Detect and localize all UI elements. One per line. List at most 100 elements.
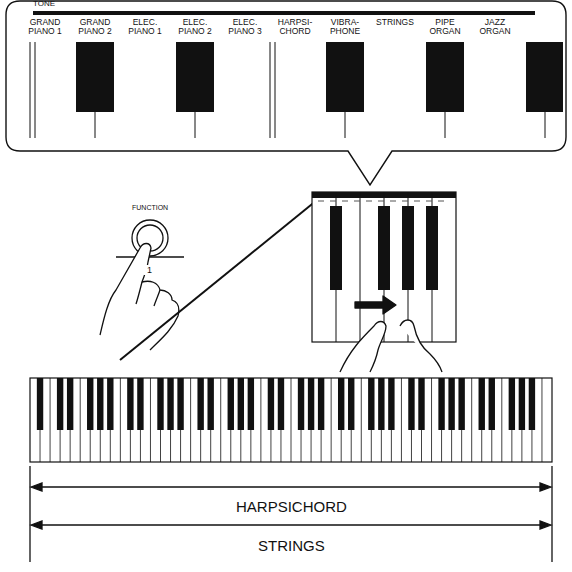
- stroke: [540, 521, 551, 529]
- black-key: [107, 378, 113, 430]
- full-keyboard: [30, 378, 552, 462]
- tone-label: VIBRA- PHONE: [320, 18, 370, 36]
- tiny-print: [438, 201, 444, 202]
- tone-label: PIPE ORGAN: [420, 18, 470, 36]
- stroke: [501, 378, 502, 462]
- tone-label: GRAND PIANO 2: [70, 18, 120, 36]
- black-key: [67, 378, 73, 430]
- stroke: [345, 112, 346, 138]
- stroke: [471, 378, 472, 462]
- stroke: [340, 322, 386, 373]
- black-key: [167, 378, 173, 430]
- stroke: [445, 112, 446, 138]
- tiny-print: [366, 201, 372, 202]
- stroke: [355, 296, 396, 314]
- black-key: [248, 378, 254, 430]
- tone-label: JAZZ ORGAN: [470, 18, 520, 36]
- section-heading: TONE: [33, 0, 55, 8]
- black-key: [37, 378, 43, 430]
- black-key: [127, 378, 133, 430]
- black-key: [388, 378, 394, 430]
- hand: [100, 244, 179, 351]
- stroke: [120, 378, 121, 462]
- black-key: [348, 378, 354, 430]
- callout-number: 1: [144, 265, 155, 275]
- stroke: [431, 378, 432, 462]
- black-key: [529, 378, 535, 430]
- tiny-print: [342, 201, 348, 202]
- stroke: [34, 524, 548, 525]
- stroke: [360, 192, 361, 342]
- stroke: [80, 378, 81, 462]
- stroke: [116, 256, 184, 257]
- black-key: [509, 378, 515, 430]
- black-key: [207, 378, 213, 430]
- black-key: [408, 378, 414, 430]
- stroke: [35, 42, 36, 138]
- black-key: [330, 206, 342, 290]
- bubble-outline: [6, 1, 566, 185]
- black-key: [228, 378, 234, 430]
- black-key: [268, 378, 274, 430]
- callout-bubble: TONEGRAND PIANO 1GRAND PIANO 2ELEC. PIAN…: [5, 0, 567, 152]
- black-key: [426, 206, 438, 290]
- tone-label: HARPSI- CHORD: [270, 18, 320, 36]
- black-key: [378, 378, 384, 430]
- black-key: [489, 378, 495, 430]
- stroke: [291, 378, 292, 462]
- stroke: [545, 112, 546, 138]
- stroke: [34, 486, 548, 487]
- button-name: FUNCTION: [129, 204, 171, 211]
- black-key: [157, 378, 163, 430]
- divider-line: [120, 196, 322, 360]
- black-key: [448, 378, 454, 430]
- stroke: [551, 466, 552, 562]
- black-key: [197, 378, 203, 430]
- tiny-print: [330, 201, 336, 202]
- black-key: [458, 378, 464, 430]
- small-keyboard: [312, 192, 456, 342]
- black-key: [137, 378, 143, 430]
- stroke: [361, 378, 362, 462]
- black-key: [177, 378, 183, 430]
- stroke: [540, 483, 551, 491]
- black-key: [298, 378, 304, 430]
- black-key: [308, 378, 314, 430]
- tiny-print: [378, 201, 384, 202]
- black-key: [402, 206, 414, 290]
- range-label: HARPSICHORD: [233, 498, 350, 515]
- hands: [340, 296, 442, 372]
- tiny-print: [354, 201, 360, 202]
- white-keys: [30, 378, 552, 462]
- tone-label: ELEC. PIANO 3: [220, 18, 270, 36]
- black-key: [238, 378, 244, 430]
- stroke: [136, 282, 142, 304]
- stroke: [260, 378, 261, 462]
- black-key: [338, 378, 344, 430]
- black-key: [278, 378, 284, 430]
- stroke: [100, 244, 179, 351]
- black-key: [57, 378, 63, 430]
- black-key: [97, 378, 103, 430]
- black-key: [526, 42, 563, 112]
- stroke: [331, 378, 332, 462]
- tiny-print: [402, 201, 408, 202]
- stroke: [400, 320, 442, 372]
- tone-bar: [33, 11, 535, 15]
- black-key: [318, 378, 324, 430]
- tiny-print: [318, 201, 324, 202]
- stroke: [541, 378, 542, 462]
- stroke: [31, 521, 42, 529]
- white-keys: [312, 192, 456, 342]
- stroke: [29, 466, 30, 562]
- black-key: [438, 378, 444, 430]
- stroke: [154, 290, 160, 306]
- stroke: [270, 42, 271, 138]
- black-key: [519, 378, 525, 430]
- stroke: [220, 378, 221, 462]
- stroke: [95, 112, 96, 138]
- black-key: [368, 378, 374, 430]
- black-key: [176, 42, 214, 112]
- range-label: STRINGS: [255, 537, 328, 554]
- tone-label: ELEC. PIANO 1: [120, 18, 170, 36]
